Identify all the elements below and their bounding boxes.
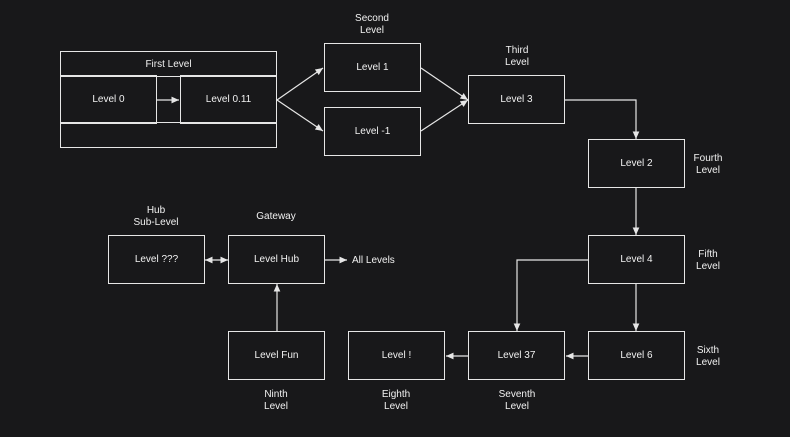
label-fifth-level: Fifth Level — [680, 249, 736, 273]
node-level-37[interactable]: Level 37 — [468, 331, 565, 380]
label-gateway: Gateway — [256, 211, 296, 222]
label-hub-line2: Sub-Level — [133, 217, 179, 228]
first-level-group-title: First Level — [61, 52, 276, 77]
label-sixth-line1: Sixth — [696, 345, 720, 356]
label-second-level: Second Level — [342, 13, 402, 37]
edge-level0-11-to-level1 — [276, 67, 324, 101]
node-level-neg1[interactable]: Level -1 — [324, 107, 421, 156]
label-third-level: Third Level — [487, 45, 547, 69]
label-third-line1: Third — [505, 45, 529, 56]
label-fifth-line1: Fifth — [698, 249, 718, 260]
label-seventh-line2: Level — [505, 401, 529, 412]
edge-level3-to-level2 — [565, 99, 640, 139]
label-hub-sub-level: Hub Sub-Level — [126, 205, 186, 229]
label-hub-line1: Hub — [146, 205, 166, 216]
label-third-line2: Level — [505, 57, 529, 68]
label-fifth-line2: Level — [696, 261, 720, 272]
node-level-bang[interactable]: Level ! — [348, 331, 445, 380]
label-eighth-level: Eighth Level — [366, 389, 426, 413]
node-level-1[interactable]: Level 1 — [324, 43, 421, 92]
node-level-qqq[interactable]: Level ??? — [108, 235, 205, 284]
node-level-fun[interactable]: Level Fun — [228, 331, 325, 380]
edge-level-neg1-to-level3 — [420, 99, 469, 132]
label-fourth-level: Fourth Level — [680, 153, 736, 177]
node-level-hub[interactable]: Level Hub — [228, 235, 325, 284]
label-sixth-line2: Level — [696, 357, 720, 368]
node-level-0[interactable]: Level 0 — [60, 75, 157, 124]
label-ninth-line2: Level — [264, 401, 288, 412]
edge-level0-11-to-level-neg1 — [276, 99, 324, 132]
label-ninth-line1: Ninth — [264, 389, 288, 400]
label-ninth-level: Ninth Level — [246, 389, 306, 413]
label-seventh-line1: Seventh — [498, 389, 536, 400]
label-second-line1: Second — [355, 13, 389, 24]
label-fourth-line2: Level — [696, 165, 720, 176]
label-sixth-level: Sixth Level — [680, 345, 736, 369]
label-eighth-line2: Level — [384, 401, 408, 412]
edge-level4-to-level37 — [513, 259, 588, 331]
label-all-levels: All Levels — [352, 255, 395, 266]
node-level-2[interactable]: Level 2 — [588, 139, 685, 188]
label-fourth-line1: Fourth — [693, 153, 723, 164]
node-level-4[interactable]: Level 4 — [588, 235, 685, 284]
node-level-3[interactable]: Level 3 — [468, 75, 565, 124]
node-level-6[interactable]: Level 6 — [588, 331, 685, 380]
label-eighth-line1: Eighth — [381, 389, 411, 400]
edge-level1-to-level3 — [420, 67, 469, 101]
label-seventh-level: Seventh Level — [487, 389, 547, 413]
label-second-line2: Level — [360, 25, 384, 36]
first-level-group-divider — [61, 122, 276, 123]
node-level-0-11[interactable]: Level 0.11 — [180, 75, 277, 124]
